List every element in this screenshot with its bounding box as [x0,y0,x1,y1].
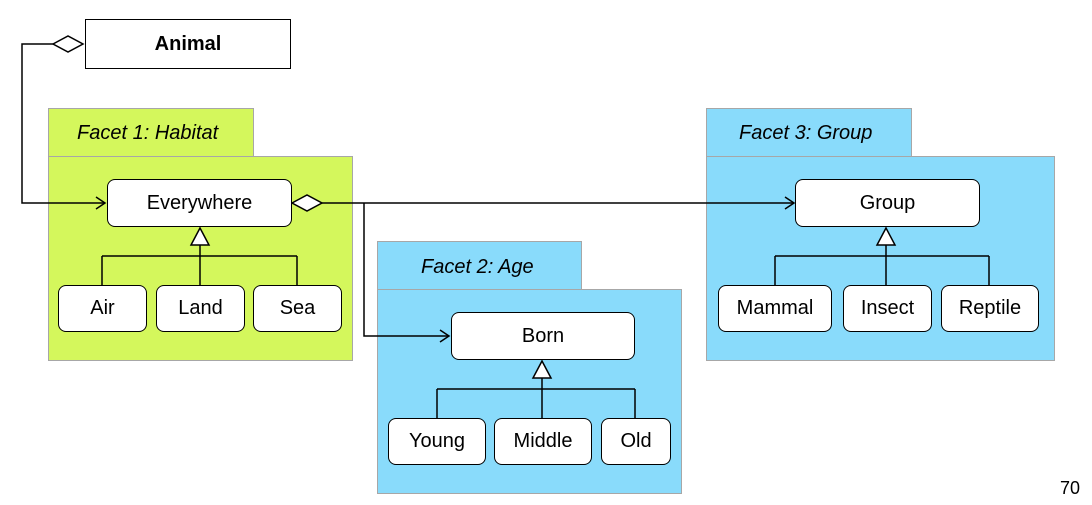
air-node: Air [58,285,147,332]
facet2-tab [377,241,582,291]
land-node: Land [156,285,245,332]
born-node: Born [451,312,635,360]
insect-node: Insect [843,285,932,332]
everywhere-node: Everywhere [107,179,292,227]
mammal-node: Mammal [718,285,832,332]
facet2-title: Facet 2: Age [421,256,534,278]
group-node: Group [795,179,980,227]
reptile-node: Reptile [941,285,1039,332]
page-number: 70 [1060,478,1081,498]
sea-node: Sea [253,285,342,332]
young-node: Young [388,418,486,465]
facet1-tab [48,108,254,158]
facet3-title: Facet 3: Group [739,122,873,144]
old-node: Old [601,418,671,465]
animal-node: Animal [85,19,291,69]
middle-node: Middle [494,418,592,465]
facet1-title: Facet 1: Habitat [77,122,219,144]
